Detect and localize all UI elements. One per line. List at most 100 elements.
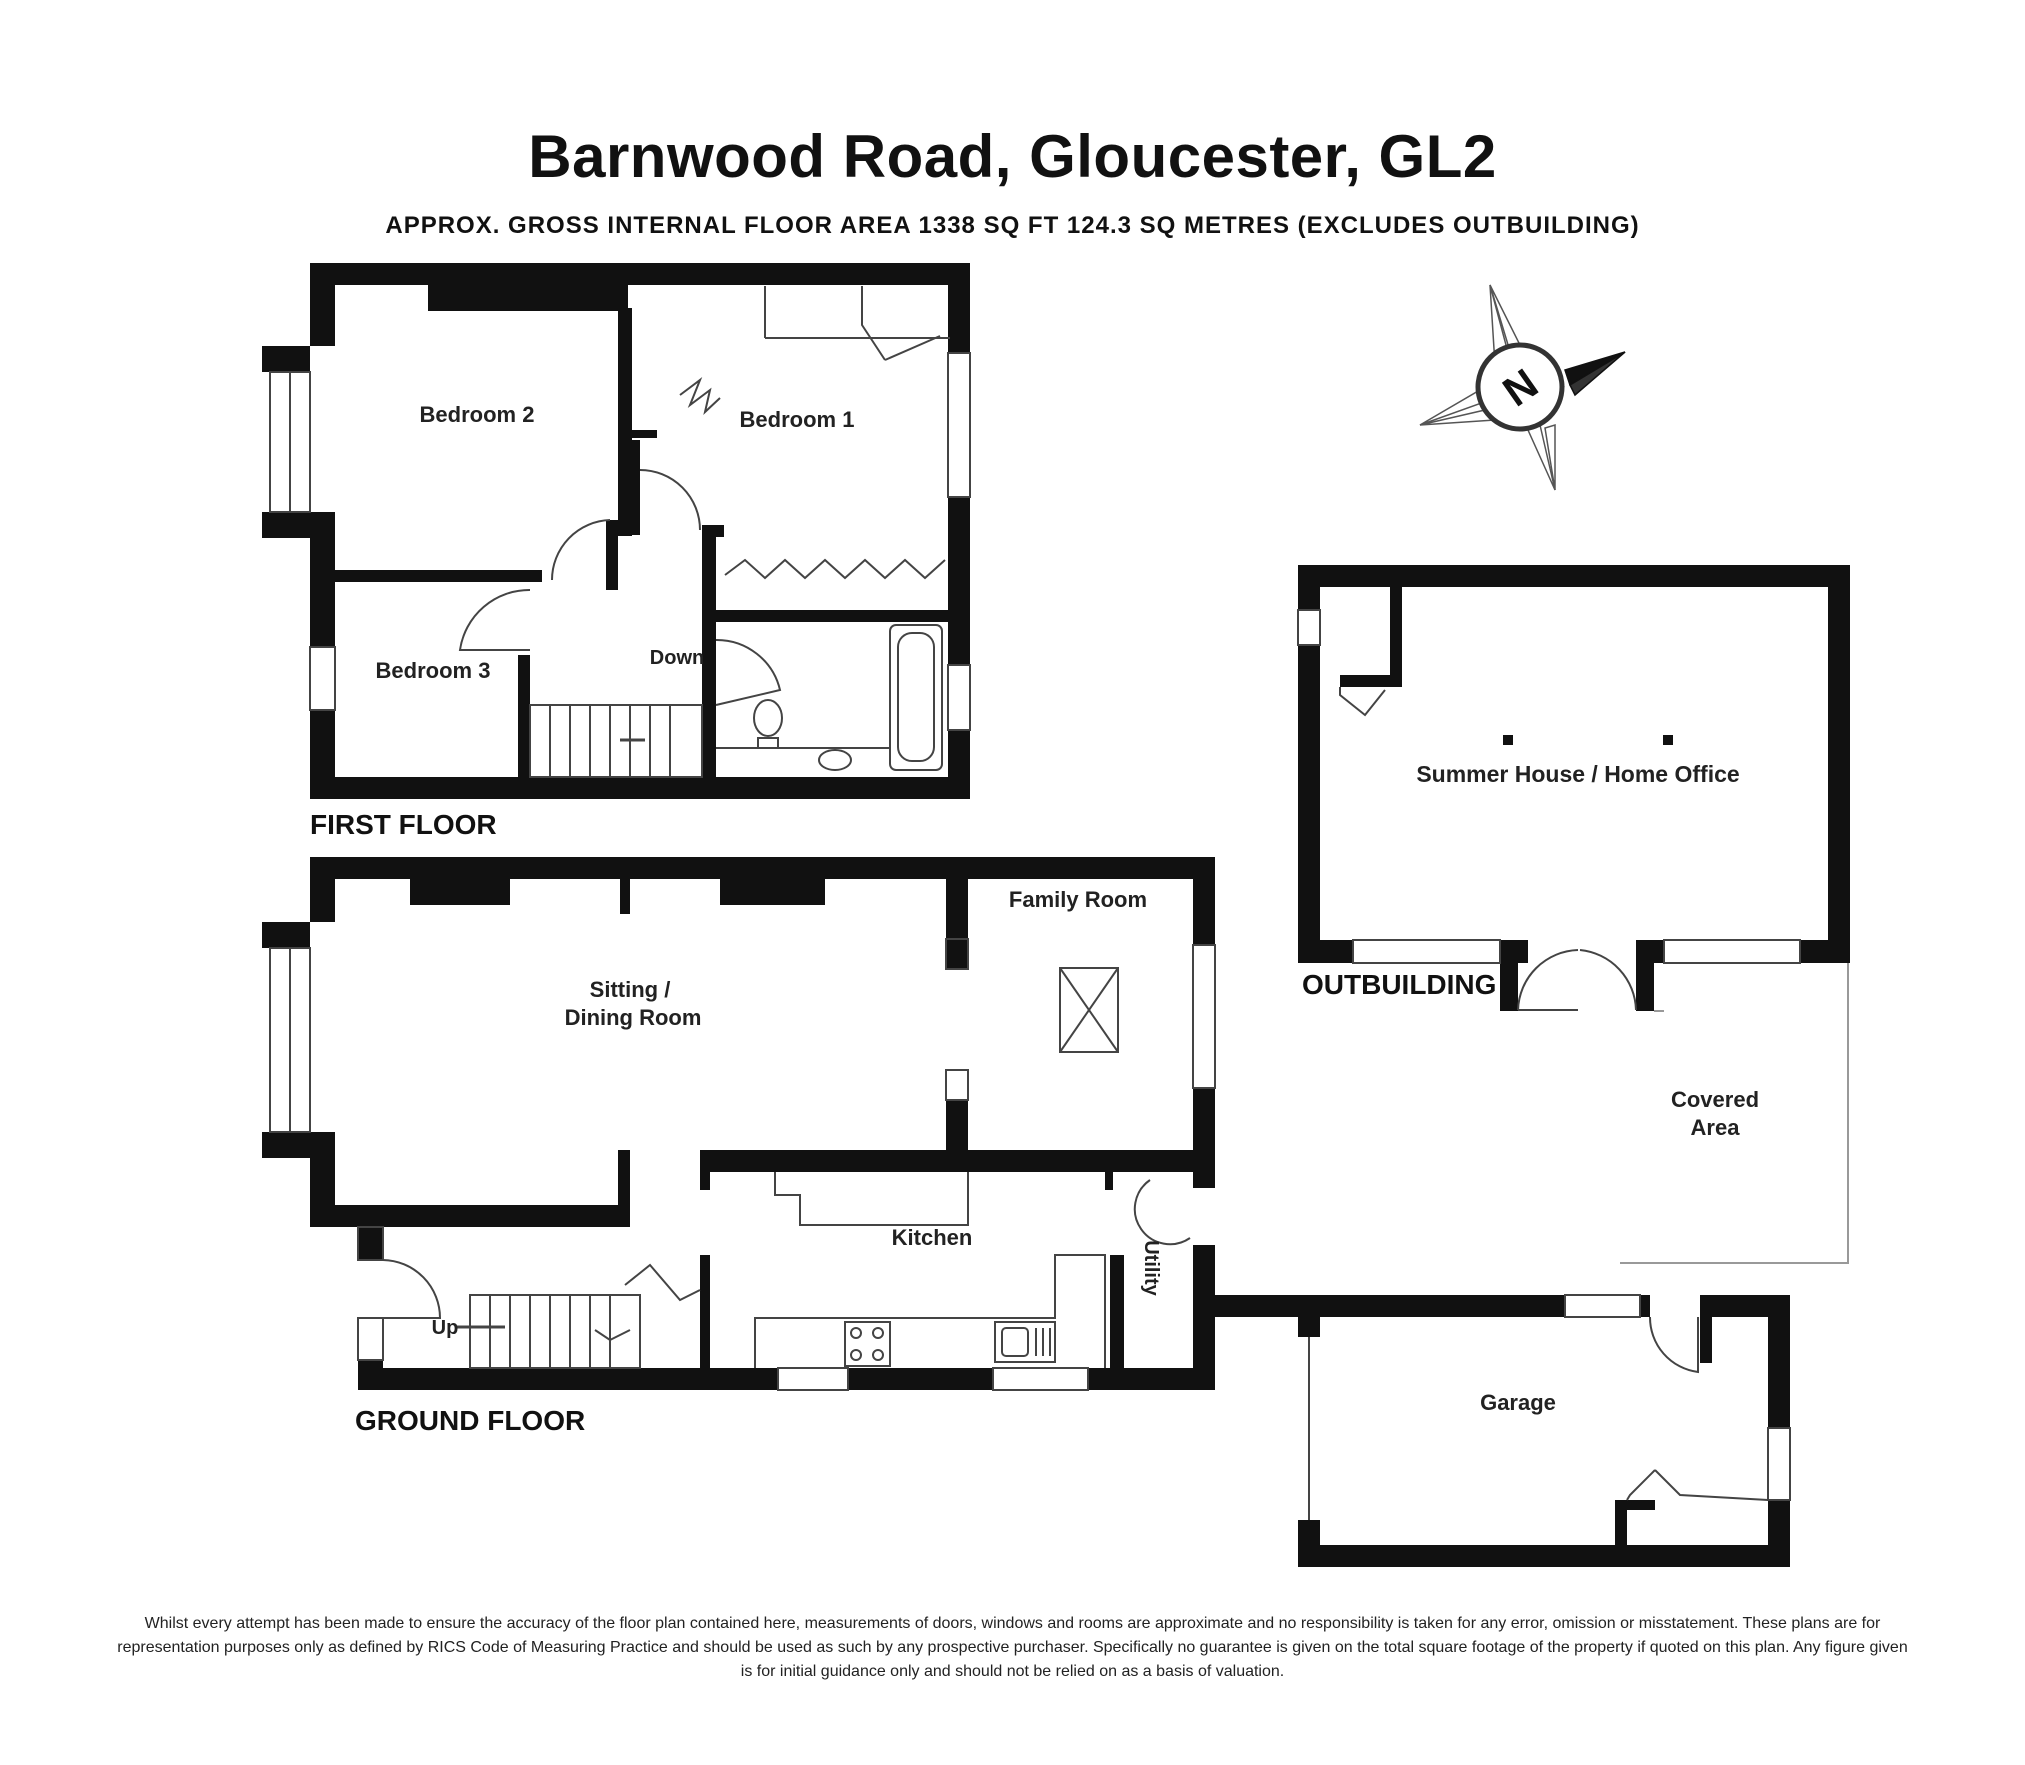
floor-area-subtitle: APPROX. GROSS INTERNAL FLOOR AREA 1338 S… bbox=[385, 212, 1640, 239]
wall bbox=[335, 570, 542, 582]
garage bbox=[1215, 1295, 1790, 1567]
first-floor-fixtures bbox=[269, 286, 971, 778]
bathtub bbox=[889, 624, 943, 771]
wall bbox=[632, 430, 657, 438]
wall-chimney bbox=[428, 263, 628, 311]
wall bbox=[848, 1368, 993, 1390]
window bbox=[777, 1367, 849, 1391]
room-label-area: Area bbox=[1691, 1115, 1741, 1140]
garage-fixtures bbox=[1308, 1294, 1791, 1520]
wall bbox=[946, 879, 968, 969]
window bbox=[1663, 939, 1801, 964]
front-door-swing bbox=[382, 1259, 442, 1319]
wall bbox=[1298, 1545, 1790, 1567]
window bbox=[1192, 944, 1216, 1089]
wall bbox=[948, 730, 970, 799]
wall bbox=[262, 922, 310, 948]
wall-chimney bbox=[410, 857, 510, 905]
outbuilding-fixtures bbox=[1297, 609, 1849, 1264]
wall bbox=[700, 1150, 710, 1190]
wall bbox=[1193, 857, 1215, 945]
cupboard bbox=[764, 286, 950, 339]
room-label-sitting: Sitting / bbox=[590, 977, 671, 1002]
wall bbox=[1298, 645, 1320, 963]
wall bbox=[1768, 1295, 1790, 1428]
wardrobe-door bbox=[679, 377, 721, 415]
room-label-bedroom-2: Bedroom 2 bbox=[420, 402, 535, 427]
covered-area-outline bbox=[1620, 963, 1849, 1264]
stairs-label-up: Up bbox=[432, 1317, 459, 1339]
wall bbox=[702, 525, 716, 777]
window bbox=[947, 352, 971, 498]
skylight bbox=[1059, 967, 1119, 1053]
window bbox=[945, 1069, 969, 1101]
wall bbox=[632, 440, 640, 535]
wall bbox=[1340, 675, 1402, 687]
wall bbox=[1800, 940, 1850, 963]
outbuilding bbox=[1298, 565, 1850, 1011]
window bbox=[945, 938, 969, 970]
wall bbox=[310, 857, 335, 922]
room-label-covered: Covered bbox=[1671, 1087, 1759, 1112]
room-label-utility: Utility bbox=[1140, 1240, 1162, 1296]
wall bbox=[1193, 1245, 1215, 1390]
compass-arrow2 bbox=[1569, 351, 1626, 397]
room-label-bedroom-3: Bedroom 3 bbox=[376, 658, 491, 683]
wall bbox=[262, 512, 310, 538]
staircase bbox=[469, 1294, 641, 1369]
toilet bbox=[753, 699, 783, 737]
wall bbox=[1298, 1317, 1320, 1337]
staircase bbox=[529, 704, 703, 778]
wall bbox=[1636, 963, 1654, 1011]
wall bbox=[1636, 940, 1664, 963]
wall bbox=[948, 263, 970, 353]
wall bbox=[606, 520, 618, 590]
door-swing bbox=[1626, 1469, 1656, 1501]
wall bbox=[618, 1150, 630, 1227]
wall bbox=[262, 1132, 310, 1158]
wall bbox=[702, 525, 724, 537]
door-swing bbox=[1654, 1469, 1769, 1501]
wall bbox=[1215, 1295, 1565, 1317]
wall bbox=[946, 1100, 968, 1160]
room-label-family-room: Family Room bbox=[1009, 887, 1147, 912]
wall bbox=[1500, 940, 1528, 963]
post bbox=[1503, 735, 1513, 745]
window bbox=[357, 1226, 384, 1261]
stairs-label-down: Down bbox=[650, 647, 704, 669]
room-label-dining: Dining Room bbox=[565, 1005, 702, 1030]
cupboard-door bbox=[861, 286, 941, 361]
wall bbox=[948, 497, 970, 665]
window bbox=[1297, 609, 1321, 646]
window bbox=[1767, 1427, 1791, 1501]
ground-floor bbox=[262, 857, 1215, 1390]
window bbox=[1352, 939, 1501, 964]
door-swing bbox=[639, 469, 701, 531]
wardrobe-doors bbox=[724, 558, 946, 580]
door-swing bbox=[458, 588, 531, 651]
wall bbox=[1828, 565, 1850, 963]
wall bbox=[1700, 1295, 1712, 1363]
wall bbox=[310, 777, 970, 799]
wall bbox=[700, 1255, 710, 1390]
plan-title: Barnwood Road, Gloucester, GL2 bbox=[528, 123, 1497, 190]
wall bbox=[310, 263, 335, 346]
floor-label-outbuilding: OUTBUILDING bbox=[1302, 969, 1496, 1000]
french-door-right bbox=[1579, 949, 1637, 1011]
door-swing bbox=[715, 638, 782, 706]
compass-arm-south2 bbox=[1544, 423, 1556, 491]
wall bbox=[310, 512, 335, 647]
disclaimer-text: Whilst every attempt has been made to en… bbox=[117, 1615, 1908, 1680]
wall-chimney bbox=[720, 857, 825, 905]
basin bbox=[818, 749, 852, 771]
french-door-left bbox=[1517, 949, 1579, 1011]
door-swing bbox=[624, 1263, 701, 1302]
ground-floor-fixtures bbox=[269, 938, 1216, 1391]
wall bbox=[700, 1150, 1205, 1172]
hob bbox=[844, 1321, 891, 1367]
wall bbox=[1298, 565, 1320, 610]
room-label-garage: Garage bbox=[1480, 1390, 1556, 1415]
room-label-summer-house: Summer House / Home Office bbox=[1416, 761, 1739, 787]
window bbox=[1564, 1294, 1641, 1318]
